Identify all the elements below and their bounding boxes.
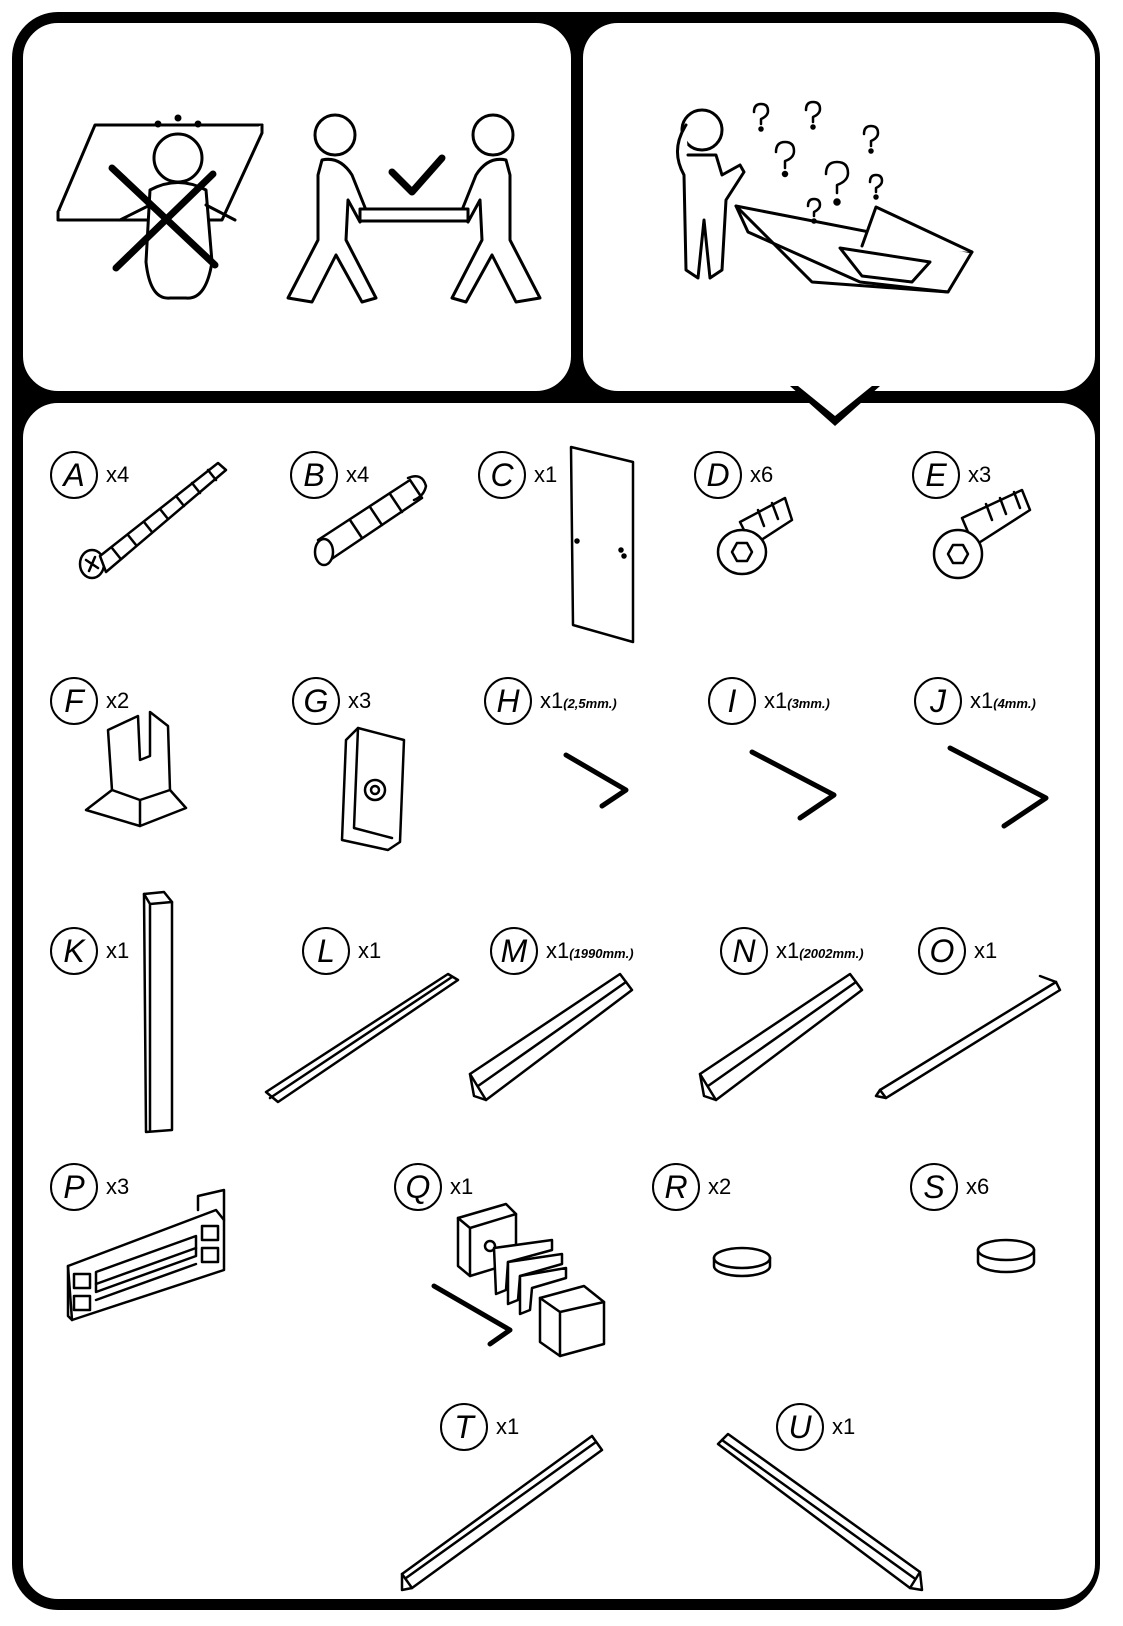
part-letter: I <box>708 677 756 725</box>
part-quantity: x1 <box>358 938 382 963</box>
part-size: (2002mm.) <box>799 946 864 961</box>
part-letter: H <box>484 677 532 725</box>
part-label-A: A x4 <box>50 451 130 499</box>
part-label-U: U x1 <box>776 1403 856 1451</box>
part-letter: M <box>490 927 538 975</box>
part-T-rail-icon <box>400 1434 604 1592</box>
part-quantity: x1(2,5mm.) <box>540 688 617 713</box>
part-label-J: J x1(4mm.) <box>914 677 1036 725</box>
part-letter: K <box>50 927 98 975</box>
part-M-profile-icon <box>468 972 634 1102</box>
part-quantity: x1(4mm.) <box>970 688 1036 713</box>
part-size: (3mm.) <box>787 696 830 711</box>
part-letter: P <box>50 1163 98 1211</box>
part-Q-kit-icon <box>431 1202 606 1358</box>
part-label-L: L x1 <box>302 927 382 975</box>
part-label-N: N x1(2002mm.) <box>720 927 864 975</box>
puzzled-person-icon <box>676 108 746 280</box>
part-quantity: x6 <box>750 462 774 487</box>
part-quantity: x4 <box>346 462 370 487</box>
part-label-T: T x1 <box>440 1403 520 1451</box>
part-U-rail-icon <box>716 1432 924 1592</box>
part-quantity: x1(3mm.) <box>764 688 830 713</box>
part-K-upright-icon <box>142 890 174 1134</box>
part-letter: R <box>652 1163 700 1211</box>
part-letter: Q <box>394 1163 442 1211</box>
part-size: (2,5mm.) <box>563 696 617 711</box>
part-quantity: x1(1990mm.) <box>546 938 634 963</box>
part-label-P: P x3 <box>50 1163 130 1211</box>
part-D-bolt-icon <box>716 496 794 576</box>
part-S-cap-icon <box>976 1238 1036 1274</box>
part-label-F: F x2 <box>50 677 130 725</box>
part-letter: U <box>776 1403 824 1451</box>
two-person-carry-icon <box>286 113 542 304</box>
part-letter: D <box>694 451 742 499</box>
part-J-allen-key-icon <box>947 745 1049 829</box>
part-label-I: I x1(3mm.) <box>708 677 830 725</box>
part-quantity: x1(2002mm.) <box>776 938 864 963</box>
part-quantity: x4 <box>106 462 130 487</box>
part-letter: A <box>50 451 98 499</box>
part-I-allen-key-icon <box>749 749 837 821</box>
part-F-clip-icon <box>84 710 188 828</box>
part-A-screw-icon <box>78 461 228 580</box>
cross-mark-icon <box>108 164 219 272</box>
part-L-profile-icon <box>264 972 460 1104</box>
part-label-M: M x1(1990mm.) <box>490 927 634 975</box>
part-letter: J <box>914 677 962 725</box>
part-H-allen-key-icon <box>563 752 629 809</box>
part-quantity: x1 <box>832 1414 856 1439</box>
part-E-bolt-icon <box>932 488 1032 580</box>
part-quantity: x3 <box>968 462 992 487</box>
part-letter: T <box>440 1403 488 1451</box>
part-label-R: R x2 <box>652 1163 732 1211</box>
part-label-H: H x1(2,5mm.) <box>484 677 617 725</box>
part-O-rail-icon <box>874 974 1062 1100</box>
part-letter: S <box>910 1163 958 1211</box>
part-letter: B <box>290 451 338 499</box>
part-quantity: x3 <box>348 688 372 713</box>
part-label-G: G x3 <box>292 677 372 725</box>
part-label-K: K x1 <box>50 927 130 975</box>
part-quantity: x6 <box>966 1174 990 1199</box>
part-letter: G <box>292 677 340 725</box>
part-R-pad-icon <box>712 1246 772 1278</box>
part-letter: O <box>918 927 966 975</box>
part-letter: E <box>912 451 960 499</box>
part-label-S: S x6 <box>910 1163 990 1211</box>
part-label-O: O x1 <box>918 927 998 975</box>
part-label-B: B x4 <box>290 451 370 499</box>
question-marks-icon <box>752 100 884 224</box>
part-label-Q: Q x1 <box>394 1163 474 1211</box>
part-letter: L <box>302 927 350 975</box>
part-label-C: C x1 <box>478 451 558 499</box>
part-letter: F <box>50 677 98 725</box>
part-P-bracket-icon <box>66 1188 226 1322</box>
part-G-clip-icon <box>340 726 406 852</box>
part-label-E: E x3 <box>912 451 992 499</box>
part-quantity: x1 <box>106 938 130 963</box>
part-quantity: x2 <box>106 688 130 713</box>
check-mark-icon <box>388 154 446 196</box>
single-person-carry-icon <box>56 114 264 300</box>
part-size: (1990mm.) <box>569 946 634 961</box>
part-N-profile-icon <box>698 972 864 1102</box>
part-B-wall-plug-icon <box>313 475 428 567</box>
part-quantity: x1 <box>534 462 558 487</box>
part-label-D: D x6 <box>694 451 774 499</box>
part-letter: C <box>478 451 526 499</box>
part-letter: N <box>720 927 768 975</box>
part-size: (4mm.) <box>993 696 1036 711</box>
part-quantity: x1 <box>496 1414 520 1439</box>
part-quantity: x1 <box>450 1174 474 1199</box>
speech-notch <box>790 386 880 426</box>
open-box-icon <box>734 204 974 294</box>
part-quantity: x2 <box>708 1174 732 1199</box>
part-quantity: x1 <box>974 938 998 963</box>
part-quantity: x3 <box>106 1174 130 1199</box>
panel-parts-list <box>20 400 1098 1602</box>
part-C-panel-icon <box>569 445 635 644</box>
